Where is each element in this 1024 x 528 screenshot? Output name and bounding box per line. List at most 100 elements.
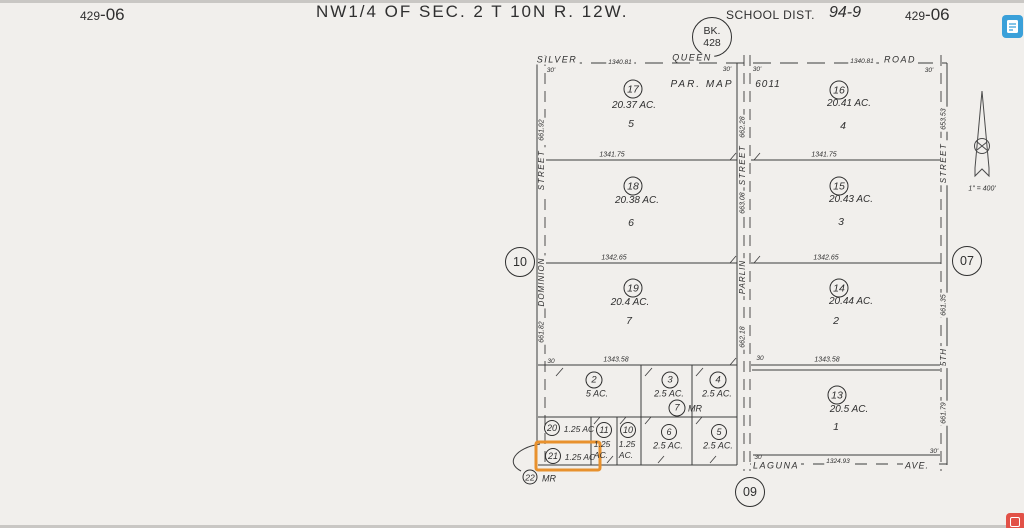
parcel-19-area: 20.4 AC. xyxy=(610,297,650,308)
parcel-11-number: 11 xyxy=(596,422,612,438)
parcel-15-number: 15 xyxy=(829,176,849,196)
middle-street-name: PARLIN xyxy=(738,257,747,297)
offset-30-laguna-left: 30 xyxy=(754,453,762,461)
parcel-13-number: 13 xyxy=(827,385,847,405)
parcel-10-area-line2: AC. xyxy=(618,449,634,460)
adjacent-page-right: 07 xyxy=(952,246,982,276)
parcel-14-number: 14 xyxy=(829,278,849,298)
road-laguna-type: AVE. xyxy=(902,460,932,471)
road-silver-queen-word2: QUEEN xyxy=(670,52,714,63)
road-laguna-name: LAGUNA xyxy=(750,460,802,471)
scale-note: 1" = 400' xyxy=(968,185,996,193)
parcel-19-lot: 7 xyxy=(626,314,632,327)
right-street-dim-mid: 661.35 xyxy=(940,292,948,318)
parcel-18-area: 20.38 AC. xyxy=(614,195,660,206)
right-street-dim-top: 653.53 xyxy=(940,106,948,132)
highlight-box-parcel-21 xyxy=(534,440,602,472)
row1-dim-left: 1341.75 xyxy=(599,151,625,159)
parcel-16-area: 20.41 AC. xyxy=(826,98,872,109)
middle-street-dim-mid: 663.08 xyxy=(739,190,747,216)
offset-30-tml: 30' xyxy=(722,65,732,73)
corner-ticks xyxy=(555,152,761,464)
parcel-6-area: 2.5 AC. xyxy=(653,440,683,451)
adjacent-page-left: 10 xyxy=(505,247,535,277)
par-map-label: PAR. MAP xyxy=(670,79,734,90)
parcel-17-area: 20.37 AC. xyxy=(611,100,657,111)
parcel-17-lot: 5 xyxy=(628,117,634,130)
middle-street-dim-top: 662.28 xyxy=(739,114,747,140)
parcel-2-area: 5 AC. xyxy=(585,388,609,399)
parcel-5-number: 5 xyxy=(711,424,727,440)
parcel-4-area: 2.5 AC. xyxy=(702,388,732,399)
parcel-6-number: 6 xyxy=(661,424,677,440)
right-street-dim-bottom: 661.79 xyxy=(940,400,948,426)
parcel-13-lot: 1 xyxy=(833,420,839,433)
parcel-15-area: 20.43 AC. xyxy=(828,194,874,205)
parcel-15-lot: 3 xyxy=(838,215,844,228)
parcel-20-number: 20 xyxy=(544,420,560,436)
parcel-10-number: 10 xyxy=(620,422,636,438)
offset-30-mid-row3: 30 xyxy=(756,354,764,362)
road-laguna-dim: 1324.93 xyxy=(824,457,852,466)
left-street-dim-top: 661.92 xyxy=(538,117,546,143)
parcel-7-number: 7 xyxy=(668,399,686,417)
parcel-20-area: 1.25 AC xyxy=(563,423,595,434)
top-road-dim-right: 1340.81 xyxy=(848,57,876,66)
offset-30-tmr: 30' xyxy=(752,65,762,73)
school-district-label: SCHOOL DIST. xyxy=(726,8,815,22)
parcel-14-area: 20.44 AC. xyxy=(828,296,874,307)
middle-street-dim-bottom: 662.18 xyxy=(739,324,747,350)
adjacent-page-bottom: 09 xyxy=(735,477,765,507)
sheet-number-right: 429-06 xyxy=(905,5,950,24)
parcel-22-note: MR xyxy=(542,473,556,484)
offset-30-right-bottom: 30' xyxy=(929,447,939,455)
parcel-21-number: 21 xyxy=(545,448,561,464)
left-street-type: STREET xyxy=(537,147,546,193)
row2-dim-right: 1342.65 xyxy=(813,254,839,262)
row1-dim-right: 1341.75 xyxy=(811,151,837,159)
parcel-3-number: 3 xyxy=(661,371,679,389)
sheet-number-left: 429-06 xyxy=(80,5,125,24)
row2-dim-left: 1342.65 xyxy=(601,254,627,262)
parcel-11-area-line2: AC. xyxy=(593,449,609,460)
parcel-4-number: 4 xyxy=(709,371,727,389)
translate-page-icon[interactable] xyxy=(1002,15,1023,38)
right-street-type: STREET xyxy=(939,140,948,186)
parcel-16-lot: 4 xyxy=(840,119,846,132)
school-district-value: 94-9 xyxy=(829,4,862,21)
road-silver-queen-word1: SILVER xyxy=(534,54,580,65)
offset-30-tl: 30' xyxy=(546,66,556,74)
top-road-dim-left: 1340.81 xyxy=(606,58,634,67)
parcel-10-area-line1: 1.25 xyxy=(618,438,636,449)
north-arrow-icon xyxy=(974,90,990,178)
row3-dim-right: 1343.58 xyxy=(814,356,840,364)
parcel-3-area: 2.5 AC. xyxy=(654,388,684,399)
left-street-dim-bottom: 661.82 xyxy=(538,319,546,345)
par-map-number: 6011 xyxy=(755,79,781,90)
right-street-name: 5TH xyxy=(939,345,948,369)
middle-street-type: STREET xyxy=(738,142,747,188)
parcel-7-note: MR xyxy=(688,403,702,414)
road-silver-queen-word3: ROAD xyxy=(881,54,919,65)
parcel-14-lot: 2 xyxy=(833,314,839,327)
row3-dim-left: 1343.58 xyxy=(603,356,629,364)
parcel-11-area-line1: 1.25 xyxy=(593,438,611,449)
parcel-21-area: 1.25 AC xyxy=(564,451,596,462)
offset-30-left-row3: 30 xyxy=(547,357,555,365)
top-edge xyxy=(0,0,1024,3)
offset-30-tr: 30' xyxy=(924,66,934,74)
red-badge-icon[interactable] xyxy=(1006,513,1024,528)
parcel-19-number: 19 xyxy=(623,278,643,298)
parcel-2-number: 2 xyxy=(585,371,603,389)
parcel-18-lot: 6 xyxy=(628,216,634,229)
parcel-13-area: 20.5 AC. xyxy=(829,404,869,415)
parcel-17-number: 17 xyxy=(623,79,643,99)
parcel-16-number: 16 xyxy=(829,80,849,100)
left-street-name: DOMINION xyxy=(537,255,546,309)
parcel-18-number: 18 xyxy=(623,176,643,196)
bottom-edge xyxy=(0,525,1024,528)
parcel-5-area: 2.5 AC. xyxy=(703,440,733,451)
book-number-circle: BK. 428 xyxy=(692,17,732,57)
parcel-22-number: 22 xyxy=(522,469,538,485)
